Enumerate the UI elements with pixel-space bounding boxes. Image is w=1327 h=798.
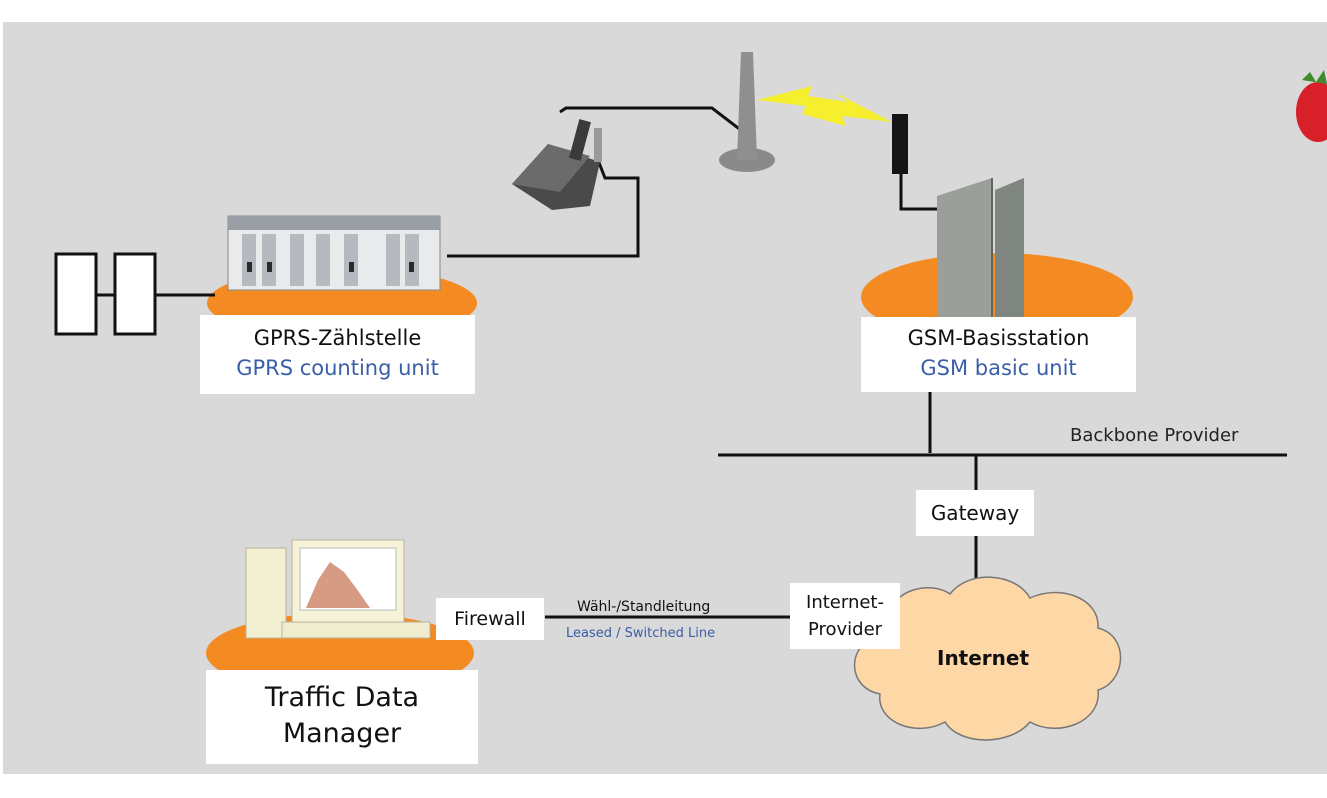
tdm-label-box: Traffic Data Manager <box>206 670 478 764</box>
backbone-provider-label: Backbone Provider <box>1070 425 1239 446</box>
tdm-label-line2: Manager <box>282 718 402 749</box>
line-label-de: Wähl-/Standleitung <box>577 599 711 615</box>
provider-label-line2: Provider <box>807 619 883 640</box>
rack-to-modem-link <box>447 159 640 258</box>
antenna-mast-icon <box>719 52 775 172</box>
loop-detector-icon <box>54 252 157 336</box>
gsm-label-box: GSM-Basisstation GSM basic unit <box>861 317 1136 392</box>
modem-to-antenna-link <box>559 106 743 133</box>
base-station-cabinet-icon <box>937 178 1024 342</box>
firewall-label: Firewall <box>454 608 526 630</box>
lightning-icon <box>757 86 892 126</box>
gprs-label-en: GPRS counting unit <box>236 356 439 380</box>
diagram-background <box>3 22 1327 774</box>
base-station-antenna-icon <box>892 114 908 174</box>
basestation-to-cabinet-link <box>899 170 940 211</box>
line-label-en: Leased / Switched Line <box>566 626 716 641</box>
gprs-label-box: GPRS-Zählstelle GPRS counting unit <box>200 315 475 394</box>
strawberry-icon <box>1296 70 1327 142</box>
gprs-modem-icon <box>512 119 602 210</box>
firewall-box: Firewall <box>436 598 544 640</box>
gsm-label-en: GSM basic unit <box>920 356 1077 380</box>
rack-unit-icon <box>227 215 441 291</box>
cloud-icon <box>854 576 1122 741</box>
internet-label: Internet <box>937 646 1030 670</box>
gprs-label-de: GPRS-Zählstelle <box>253 326 422 350</box>
tdm-label-line1: Traffic Data <box>264 682 420 713</box>
gateway-box: Gateway <box>916 490 1034 536</box>
gsm-label-de: GSM-Basisstation <box>907 326 1090 350</box>
computer-icon <box>245 539 431 639</box>
provider-label-line1: Internet- <box>806 592 884 613</box>
internet-provider-box: Internet- Provider <box>790 583 900 649</box>
gateway-label: Gateway <box>930 501 1020 525</box>
